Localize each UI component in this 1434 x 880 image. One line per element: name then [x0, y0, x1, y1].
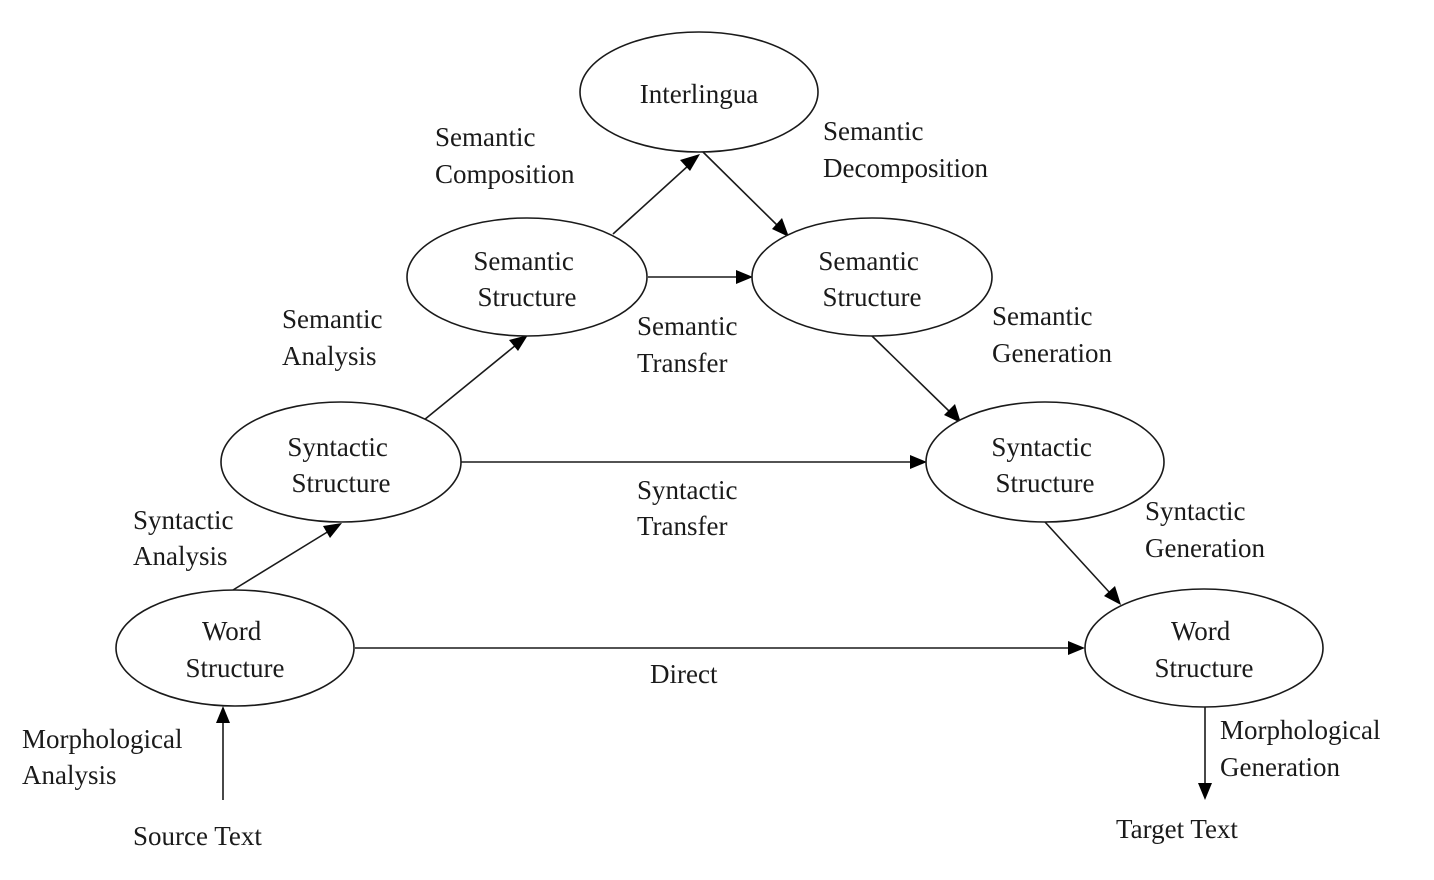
node-label-line: Word: [202, 616, 262, 646]
node-semantic-structure-source: Semantic Structure: [406, 217, 648, 337]
label-semantic-composition: Semantic Composition: [435, 122, 575, 189]
node-label: Semantic Structure: [818, 246, 925, 312]
node-shape: [406, 217, 648, 337]
node-label: Word Structure: [1155, 616, 1254, 683]
node-semantic-structure-target: Semantic Structure: [751, 217, 993, 337]
label-semantic-decomposition: Semantic Decomposition: [823, 116, 988, 183]
edge-syntactic-to-word-target: [1044, 521, 1111, 594]
node-shape: [751, 217, 993, 337]
edge-syntactic-to-semantic-source: [423, 344, 517, 421]
arrowhead: [772, 218, 789, 237]
arrowhead: [910, 455, 927, 469]
label-line: Syntactic: [1145, 496, 1245, 526]
node-word-structure-source: Word Structure: [115, 589, 355, 707]
node-label-line: Structure: [186, 653, 285, 683]
node-label-line: Syntactic: [991, 432, 1091, 462]
label-line: Generation: [1145, 533, 1265, 563]
label-line: Analysis: [282, 341, 377, 371]
label-target-text: Target Text: [1116, 814, 1238, 844]
label-line: Transfer: [637, 511, 728, 541]
label-line: Composition: [435, 159, 575, 189]
arrowhead: [944, 404, 961, 423]
node-label-line: Word: [1171, 616, 1231, 646]
arrowhead: [1198, 783, 1212, 800]
label-line: Generation: [992, 338, 1112, 368]
label-line: Source Text: [133, 821, 262, 851]
node-label-line: Structure: [996, 468, 1095, 498]
node-word-structure-target: Word Structure: [1084, 588, 1324, 708]
label-line: Decomposition: [823, 153, 988, 183]
node-label-line: Structure: [292, 468, 391, 498]
node-interlingua: Interlingua: [579, 31, 819, 153]
label-line: Semantic: [435, 122, 535, 152]
edge-interlingua-to-semantic-target: [702, 151, 779, 227]
node-label-line: Semantic: [818, 246, 918, 276]
label-line: Morphological: [1220, 715, 1380, 745]
node-shape: [925, 401, 1165, 523]
label-syntactic-generation: Syntactic Generation: [1145, 496, 1265, 563]
label-morphological-generation: Morphological Generation: [1220, 715, 1387, 782]
arrowhead: [680, 154, 700, 171]
arrowhead: [509, 335, 528, 351]
label-line: Analysis: [133, 541, 228, 571]
arrowhead: [216, 706, 230, 723]
node-shape: [115, 589, 355, 707]
edge-semantic-to-interlingua: [612, 164, 690, 235]
edge-semantic-to-syntactic-target: [871, 335, 951, 413]
label-line: Analysis: [22, 760, 117, 790]
node-label-line: Interlingua: [640, 79, 758, 109]
label-line: Syntactic: [637, 475, 737, 505]
edges: [216, 151, 1212, 800]
label-semantic-transfer: Semantic Transfer: [637, 311, 744, 378]
node-label: Syntactic Structure: [991, 432, 1098, 498]
label-semantic-analysis: Semantic Analysis: [282, 304, 389, 371]
node-label: Semantic Structure: [473, 246, 580, 312]
label-line: Transfer: [637, 348, 728, 378]
arrowhead: [1068, 641, 1085, 655]
node-label-line: Syntactic: [287, 432, 387, 462]
node-label-line: Structure: [823, 282, 922, 312]
label-line: Semantic: [992, 301, 1092, 331]
label-line: Direct: [650, 659, 718, 689]
node-shape: [220, 401, 462, 523]
node-syntactic-structure-source: Syntactic Structure: [220, 401, 462, 523]
label-line: Morphological: [22, 724, 182, 754]
node-label-line: Structure: [1155, 653, 1254, 683]
label-line: Target Text: [1116, 814, 1238, 844]
label-line: Semantic: [637, 311, 737, 341]
node-label-line: Structure: [478, 282, 577, 312]
node-syntactic-structure-target: Syntactic Structure: [925, 401, 1165, 523]
label-line: Syntactic: [133, 505, 233, 535]
arrowhead: [736, 270, 753, 284]
edge-word-to-syntactic-source: [232, 530, 330, 591]
label-direct: Direct: [650, 659, 718, 689]
arrowhead: [323, 523, 342, 538]
node-shape: [579, 31, 819, 153]
node-label: Word Structure: [186, 616, 285, 683]
node-shape: [1084, 588, 1324, 708]
label-syntactic-analysis: Syntactic Analysis: [133, 505, 240, 571]
arrowhead: [1104, 586, 1121, 605]
node-label: Interlingua: [640, 79, 758, 109]
label-syntactic-transfer: Syntactic Transfer: [637, 475, 744, 541]
label-line: Semantic: [282, 304, 382, 334]
label-line: Generation: [1220, 752, 1340, 782]
edge-labels: Source Text Target Text Morphological An…: [22, 116, 1387, 851]
label-semantic-generation: Semantic Generation: [992, 301, 1112, 368]
label-source-text: Source Text: [133, 821, 262, 851]
node-label-line: Semantic: [473, 246, 573, 276]
label-line: Semantic: [823, 116, 923, 146]
label-morphological-analysis: Morphological Analysis: [22, 724, 189, 790]
node-label: Syntactic Structure: [287, 432, 394, 498]
